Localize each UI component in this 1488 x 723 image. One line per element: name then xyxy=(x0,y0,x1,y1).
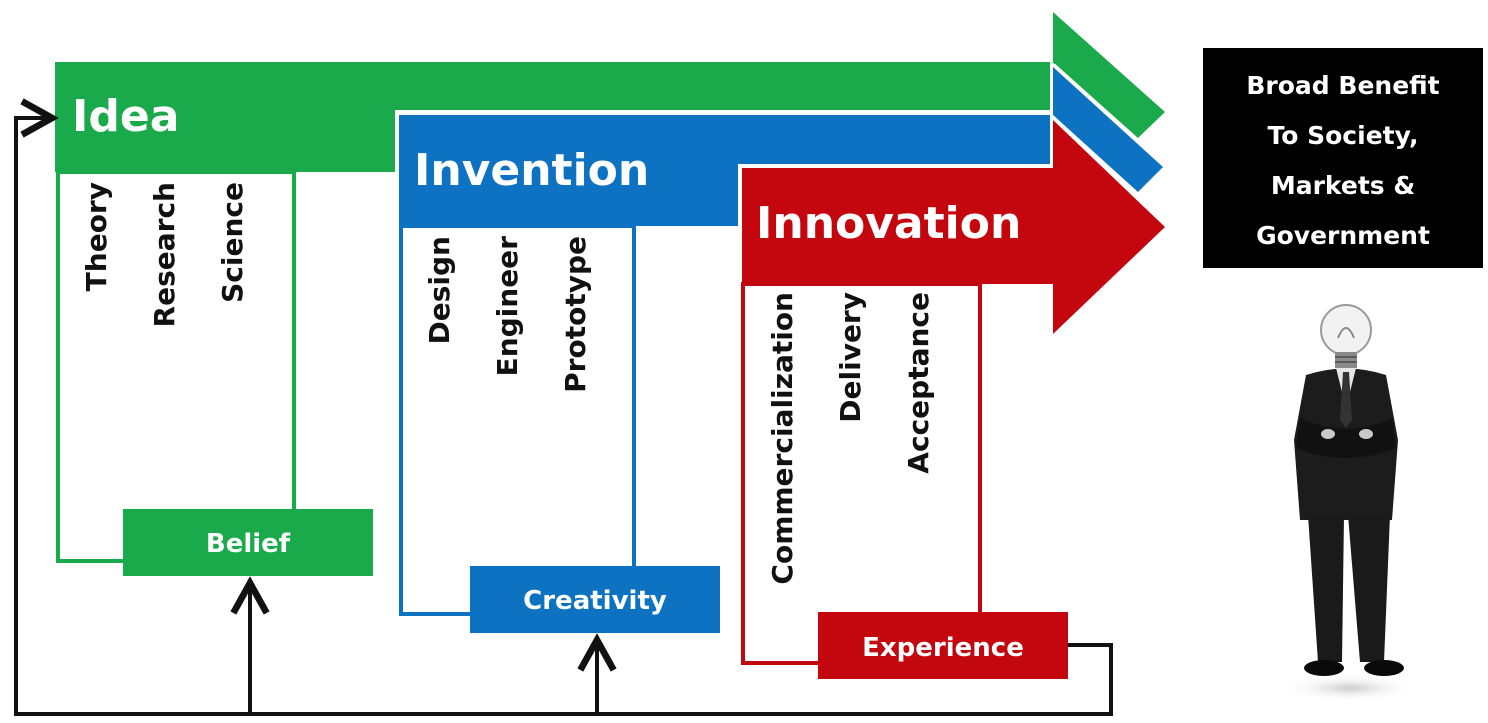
outcome-line-2: To Society, xyxy=(1268,121,1419,150)
creativity-label: Creativity xyxy=(523,586,667,616)
bulb-base xyxy=(1335,352,1357,368)
outcome-background xyxy=(1203,48,1483,268)
outcome-line-1: Broad Benefit xyxy=(1246,71,1439,100)
shoe-left xyxy=(1304,660,1344,676)
invention-item-design: Design xyxy=(423,236,456,344)
idea-item-science: Science xyxy=(216,182,249,303)
floor-shadow xyxy=(1280,674,1420,702)
innovation-item-delivery: Delivery xyxy=(834,292,867,423)
idea-stage: Idea Theory Research Science Belief xyxy=(55,12,1165,576)
idea-item-research: Research xyxy=(148,182,181,327)
feedback-line-main xyxy=(14,118,1113,716)
innovation-item-acceptance: Acceptance xyxy=(902,292,935,474)
creativity-box xyxy=(470,566,720,633)
bulb-glass xyxy=(1320,304,1372,356)
leg-left xyxy=(1308,515,1344,662)
idea-arrowhead xyxy=(1053,12,1165,138)
innovation-arrow xyxy=(742,120,1165,334)
experience-box xyxy=(818,612,1068,679)
idea-item-theory: Theory xyxy=(80,182,113,291)
innovation-title: Innovation xyxy=(756,198,1021,249)
hand-left xyxy=(1321,429,1335,439)
outcome-box: Broad Benefit To Society, Markets & Gove… xyxy=(1203,48,1483,268)
outcome-line-3: Markets & xyxy=(1271,171,1415,200)
belief-box xyxy=(123,509,373,576)
invention-item-engineer: Engineer xyxy=(491,236,524,377)
bulb-filament xyxy=(1337,327,1355,339)
invention-arrowhead-fill xyxy=(1053,67,1163,192)
belief-label: Belief xyxy=(206,529,291,559)
crossed-arms xyxy=(1296,418,1396,458)
outcome-line-4: Government xyxy=(1256,221,1430,250)
leg-right xyxy=(1348,515,1390,662)
invention-item-prototype: Prototype xyxy=(559,236,592,393)
invention-title: Invention xyxy=(414,145,649,196)
feedback-loop xyxy=(14,118,1113,716)
lightbulb-head-businessman-icon xyxy=(1280,304,1420,702)
experience-label: Experience xyxy=(862,633,1024,663)
idea-title: Idea xyxy=(72,91,179,142)
hand-right xyxy=(1359,429,1373,439)
innovation-stage: Innovation Commercialization Delivery Ac… xyxy=(738,112,1172,679)
innovation-item-commercialization: Commercialization xyxy=(766,292,799,585)
shoe-right xyxy=(1364,660,1404,676)
tie xyxy=(1340,372,1352,428)
